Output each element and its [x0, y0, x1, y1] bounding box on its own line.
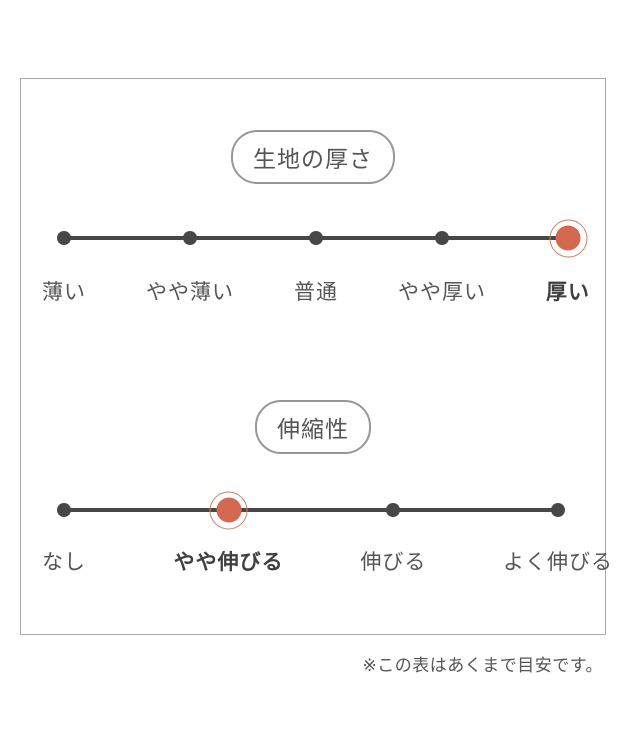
- selected-option-label: 厚い: [546, 281, 590, 304]
- scale-line: [64, 508, 558, 512]
- scale-dot: [57, 503, 71, 517]
- scale-option-label: 伸びる: [360, 551, 427, 574]
- fabric-thickness-title: 生地の厚さ: [253, 146, 373, 172]
- scale-option-label: よく伸びる: [503, 551, 613, 574]
- fabric-thickness-title-pill: 生地の厚さ: [231, 130, 395, 184]
- scale-option-label: 普通: [294, 281, 338, 304]
- scale-dot: [309, 231, 323, 245]
- chart-box: 生地の厚さ 薄い やや薄い 普通 やや厚い 厚い 伸縮性 なし やや伸びる 伸びる よく伸びる: [20, 78, 612, 635]
- fabric-thickness-labels: 薄い やや薄い 普通 やや厚い 厚い: [42, 276, 589, 306]
- scale-dot: [57, 231, 71, 245]
- scale-option-label: やや厚い: [398, 281, 486, 304]
- scale-dot: [551, 503, 565, 517]
- scale-dot: [435, 231, 449, 245]
- scale-option-label: 薄い: [42, 281, 86, 304]
- footnote: ※この表はあくまで目安です。: [362, 656, 603, 675]
- selected-marker-dot: [555, 225, 581, 251]
- selected-option-label: やや伸びる: [173, 551, 284, 574]
- stretch-labels: なし やや伸びる 伸びる よく伸びる: [42, 546, 612, 576]
- scale-dot: [386, 503, 401, 517]
- scale-option-label: やや薄い: [146, 281, 234, 304]
- stretch-title: 伸縮性: [277, 416, 349, 442]
- scale-dot: [183, 231, 197, 245]
- scale-option-label: なし: [42, 551, 86, 574]
- selected-marker-dot: [216, 497, 242, 523]
- stretch-title-pill: 伸縮性: [255, 400, 371, 454]
